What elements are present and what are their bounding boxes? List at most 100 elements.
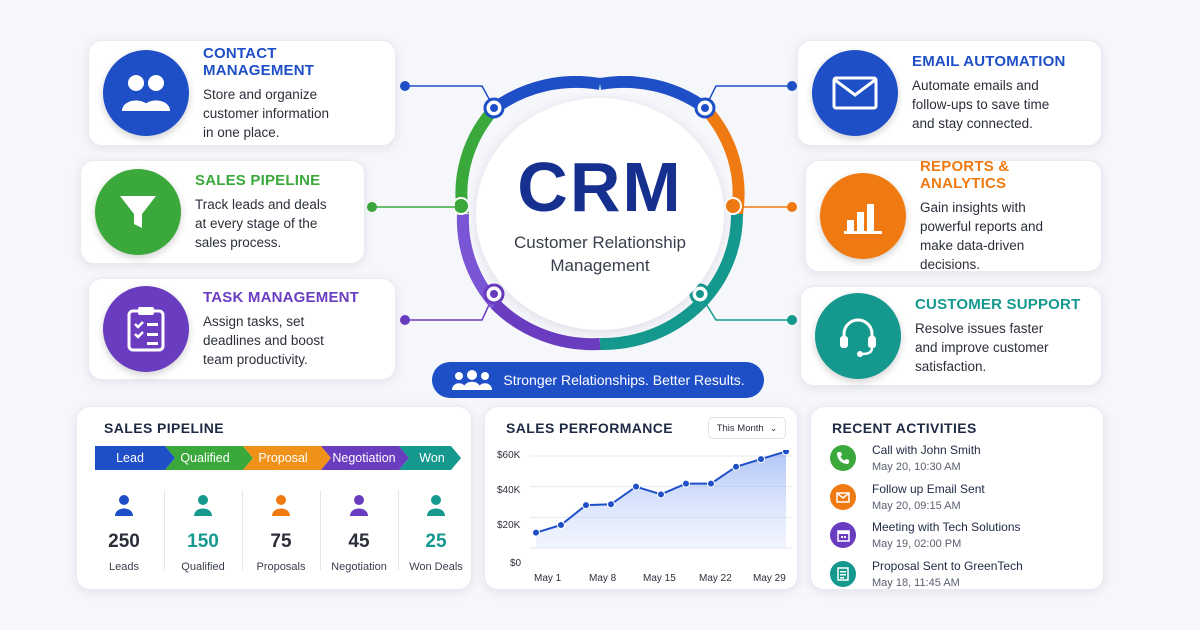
activity-item[interactable]: Follow up Email Sent May 20, 09:15 AM: [830, 482, 985, 512]
crm-subtitle-line1: Customer Relationship: [514, 233, 686, 252]
range-dropdown[interactable]: This Month ⌄: [708, 417, 786, 439]
feature-desc: Resolve issues faster and improve custom…: [915, 319, 1080, 376]
feature-card-reports-analytics[interactable]: REPORTS & ANALYTICS Gain insights with p…: [805, 158, 1102, 272]
stat-label: Leads: [109, 561, 139, 573]
x-tick-label: May 29: [753, 573, 786, 584]
divider: [398, 490, 399, 570]
activity-title: Call with John Smith: [872, 443, 981, 457]
chart-point: [607, 500, 615, 509]
chart-point: [532, 528, 540, 537]
feature-title: EMAIL AUTOMATION: [912, 53, 1066, 70]
feature-desc-line: sales process.: [195, 235, 282, 250]
bar-chart-icon: [820, 173, 906, 259]
y-tick-label: $40K: [497, 485, 521, 496]
activity-title: Proposal Sent to GreenTech: [872, 559, 1023, 573]
feature-desc-line: follow-ups to save time: [912, 97, 1050, 112]
pipeline-stat-leads: 250 Leads: [86, 494, 162, 573]
divider: [320, 490, 321, 570]
chart-area: [536, 451, 786, 548]
feature-desc-line: powerful reports and: [920, 219, 1044, 234]
crm-title: CRM: [517, 148, 683, 226]
feature-card-customer-support[interactable]: CUSTOMER SUPPORT Resolve issues faster a…: [800, 286, 1102, 386]
headset-icon: [815, 293, 901, 379]
feature-title: CUSTOMER SUPPORT: [915, 296, 1081, 313]
pipeline-stage-proposal[interactable]: Proposal: [258, 451, 308, 465]
range-dropdown-value: This Month: [716, 422, 764, 434]
pipeline-stage-won[interactable]: Won: [419, 451, 445, 465]
y-tick-label: $20K: [497, 520, 521, 531]
activity-title: Follow up Email Sent: [872, 482, 985, 496]
pipeline-stage-qualified[interactable]: Qualified: [180, 451, 230, 465]
person-icon: [350, 495, 368, 516]
feature-desc-line: Store and organize: [203, 86, 318, 102]
feature-desc-line: Resolve issues faster: [915, 321, 1044, 336]
feature-desc-line: Assign tasks, set: [203, 314, 305, 329]
activity-time: May 20, 10:30 AM: [872, 461, 961, 473]
activity-item[interactable]: Proposal Sent to GreenTech May 18, 11:45…: [830, 559, 1023, 589]
feature-title: SALES PIPELINE: [195, 172, 321, 189]
calendar-icon: [830, 522, 856, 548]
feature-title: REPORTS & ANALYTICS: [920, 158, 1010, 192]
feature-desc-line: deadlines and boost: [203, 333, 324, 348]
activity-time: May 20, 09:15 AM: [872, 500, 961, 512]
contacts-icon: [103, 50, 189, 136]
feature-card-task-management[interactable]: TASK MANAGEMENT Assign tasks, set deadli…: [88, 278, 396, 380]
feature-desc-line: Automate emails and: [912, 78, 1039, 93]
stat-value: 75: [270, 531, 292, 552]
feature-title: CONTACT MANAGEMENT: [203, 44, 315, 79]
feature-card-contact-management[interactable]: CONTACT MANAGEMENT Store and organize cu…: [88, 40, 396, 146]
crm-hub-ring: [455, 76, 745, 351]
sales-performance-chart: [530, 450, 792, 549]
feature-desc-line: at every stage of the: [195, 216, 318, 231]
x-tick-label: May 22: [699, 573, 732, 584]
person-icon: [194, 495, 212, 516]
crm-subtitle-line2: Management: [550, 256, 650, 275]
crm-subtitle: Customer Relationship Management: [514, 231, 686, 277]
stat-label: Won Deals: [409, 561, 463, 573]
stat-value: 45: [348, 531, 370, 552]
pipeline-stage-negotiation[interactable]: Negotiation: [332, 451, 396, 465]
recent-activities-title: RECENT ACTIVITIES: [832, 420, 977, 436]
y-tick-label: $60K: [497, 450, 521, 461]
x-tick-label: May 15: [643, 573, 676, 584]
tagline-text: Stronger Relationships. Better Results.: [503, 372, 745, 388]
activity-item[interactable]: Meeting with Tech Solutions May 19, 02:0…: [830, 520, 1021, 550]
feature-desc: Store and organize customer information …: [203, 85, 381, 142]
feature-card-sales-pipeline[interactable]: SALES PIPELINE Track leads and deals at …: [80, 160, 365, 264]
chart-point: [757, 455, 765, 464]
feature-desc-line: decisions.: [920, 257, 981, 272]
pipeline-stat-negotiation: 45 Negotiation: [321, 494, 397, 573]
pipeline-stat-proposals: 75 Proposals: [243, 494, 319, 573]
feature-desc-line: and stay connected.: [912, 116, 1033, 131]
feature-desc: Assign tasks, set deadlines and boost te…: [203, 312, 359, 369]
stat-value: 250: [108, 531, 140, 552]
person-icon: [427, 495, 445, 516]
feature-title: TASK MANAGEMENT: [203, 289, 360, 306]
activity-title: Meeting with Tech Solutions: [872, 520, 1021, 534]
divider: [242, 490, 243, 570]
x-tick-label: May 8: [589, 573, 617, 584]
feature-desc-line: customer information: [203, 105, 330, 121]
pipeline-stage-arrows: [95, 446, 461, 470]
y-tick-label: $0: [510, 558, 522, 569]
feature-desc-line: team productivity.: [203, 352, 308, 367]
feature-card-email-automation[interactable]: EMAIL AUTOMATION Automate emails and fol…: [797, 40, 1102, 146]
activity-item[interactable]: Call with John Smith May 20, 10:30 AM: [830, 443, 981, 473]
pipeline-stage-lead[interactable]: Lead: [116, 451, 144, 465]
team-icon: [452, 370, 493, 390]
feature-desc-line: Track leads and deals: [195, 197, 327, 212]
funnel-icon: [95, 169, 181, 255]
email-icon: [830, 484, 856, 510]
chart-point: [732, 462, 740, 471]
chart-point: [707, 479, 715, 488]
chart-point: [632, 482, 640, 491]
chart-point: [582, 501, 590, 510]
stat-label: Qualified: [181, 561, 225, 573]
sales-performance-title: SALES PERFORMANCE: [506, 420, 674, 436]
chart-point: [682, 479, 690, 488]
envelope-icon: [812, 50, 898, 136]
chart-point: [782, 450, 790, 456]
feature-desc-line: and improve customer: [915, 340, 1049, 355]
feature-desc-line: in one place.: [203, 124, 280, 140]
